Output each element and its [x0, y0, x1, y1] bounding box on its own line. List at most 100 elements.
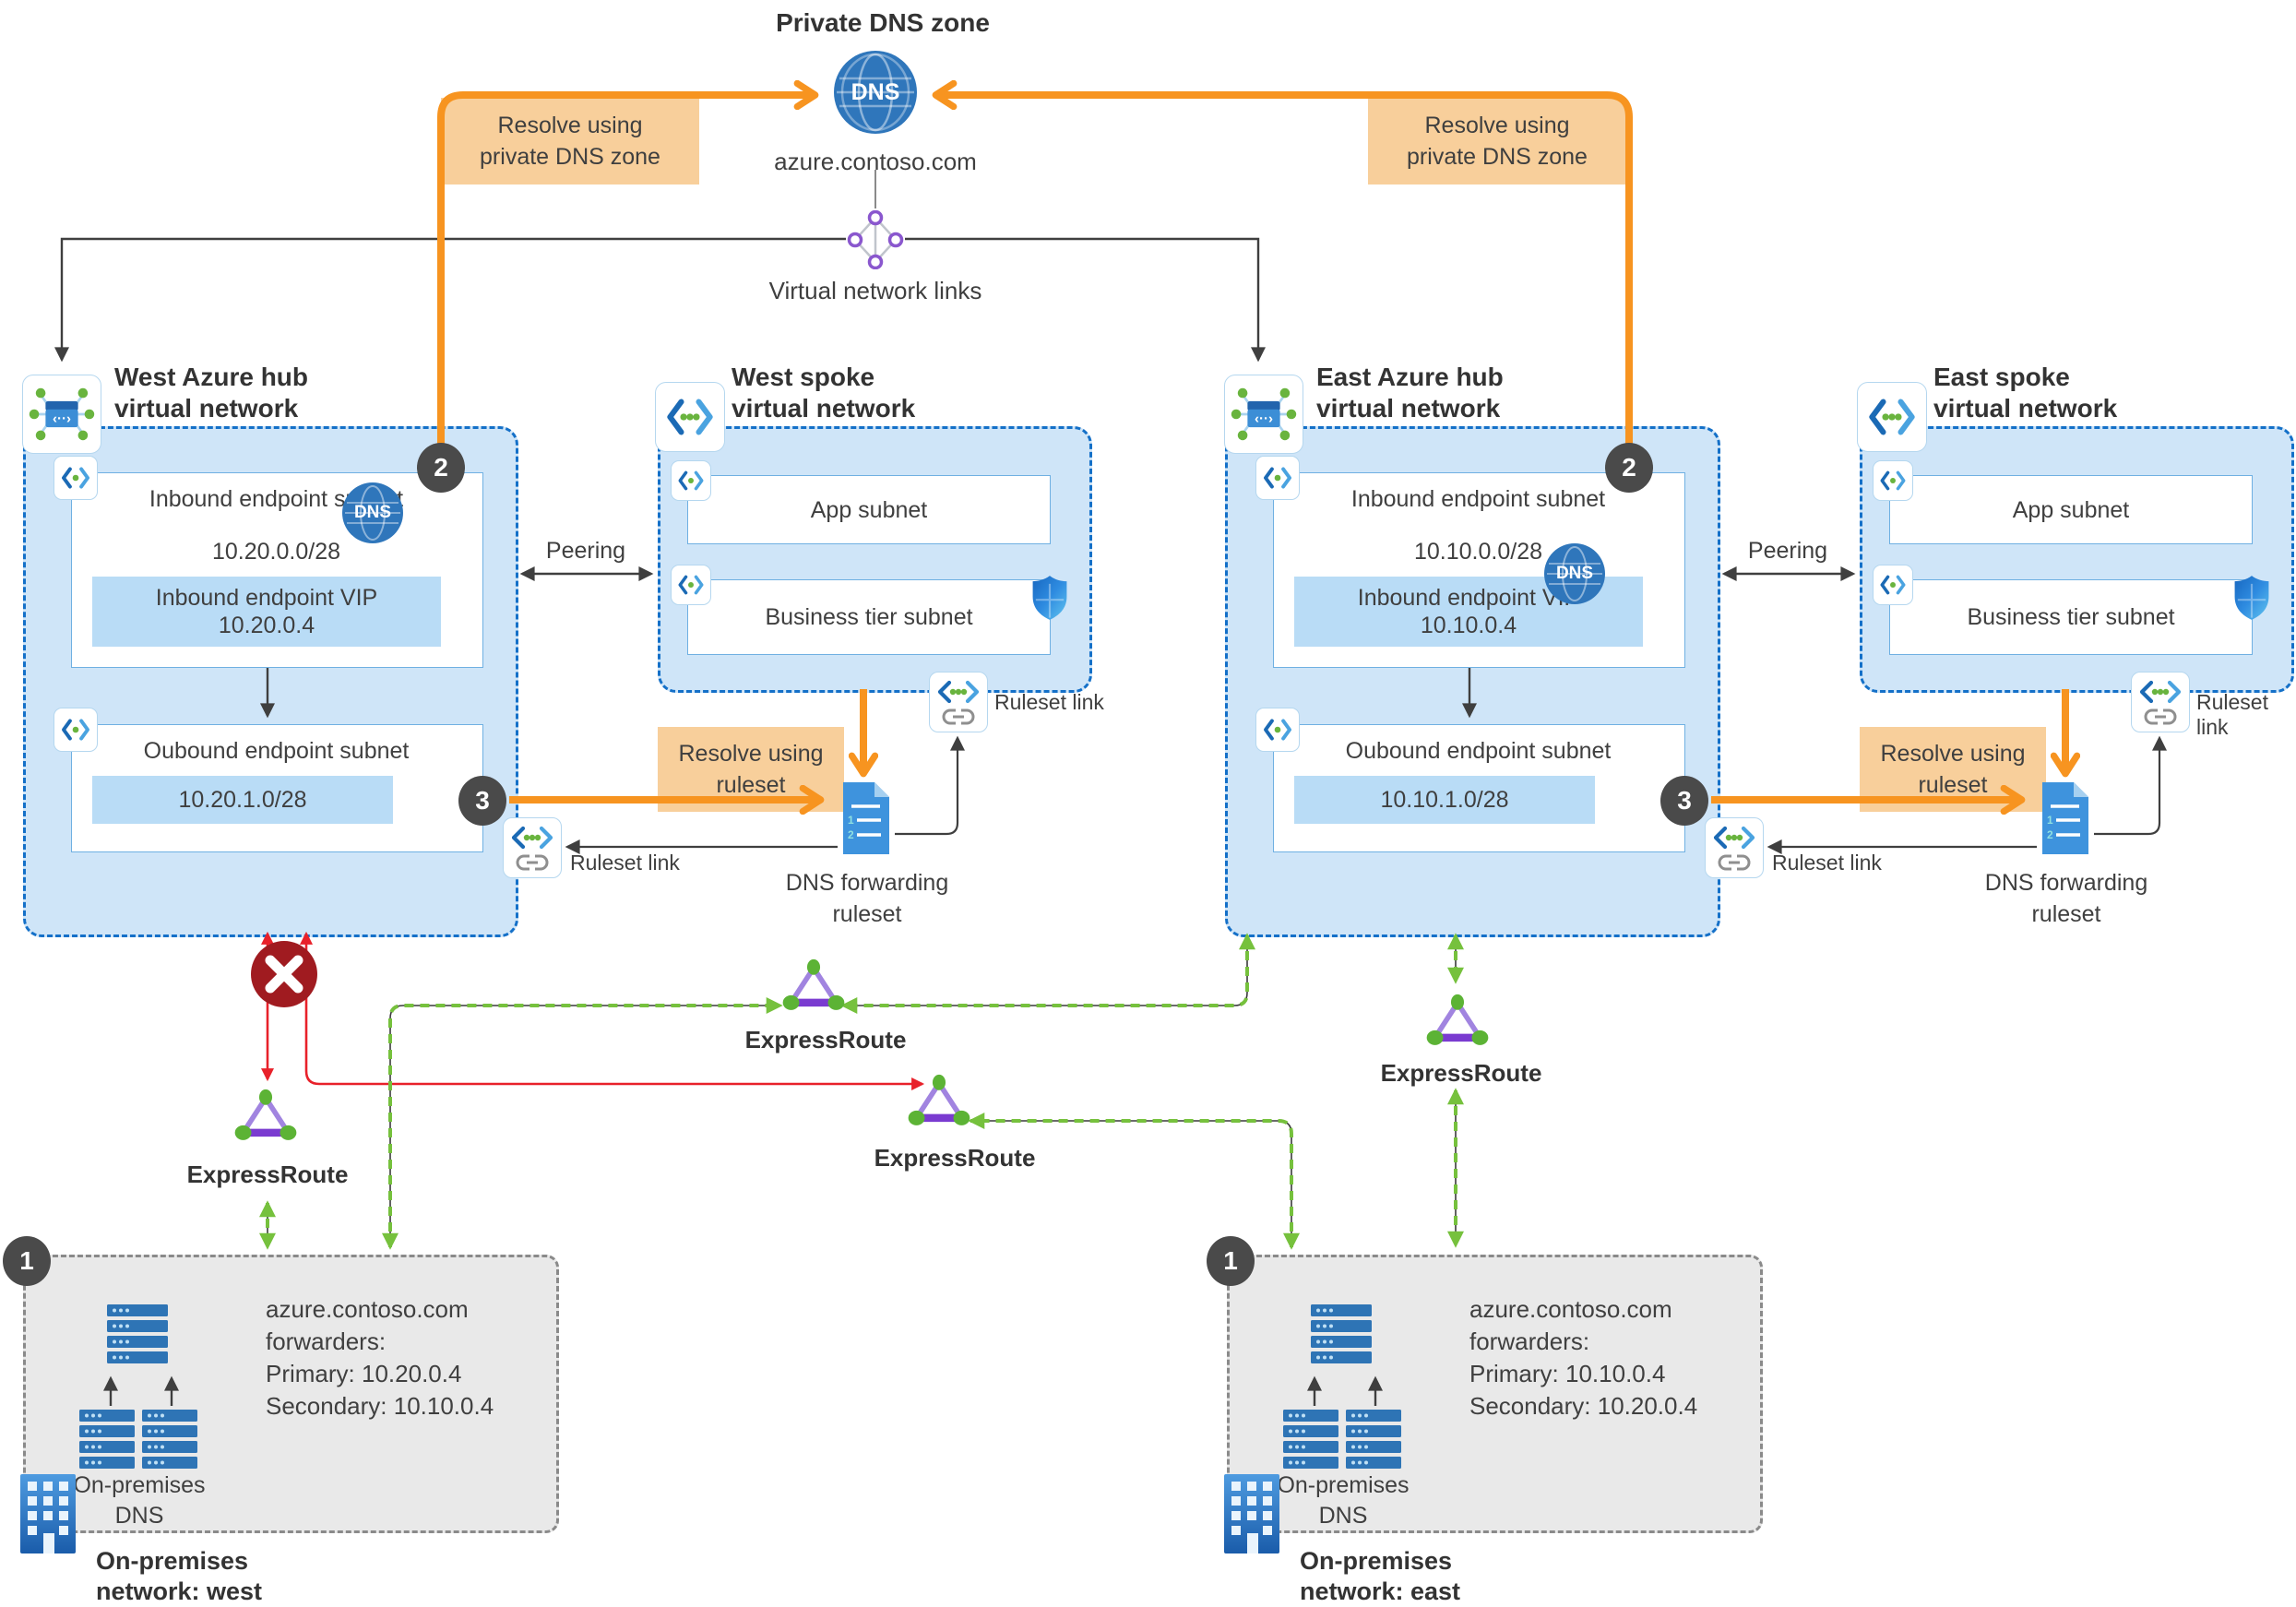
onprem-dns-line1: On-premises	[1277, 1472, 1410, 1498]
virtual-network-links-label: Virtual network links	[768, 277, 982, 304]
inbound-subnet-title: Inbound endpoint subnet	[1350, 486, 1606, 512]
subnet-icon	[54, 456, 98, 500]
east-spoke-title-line2: virtual network	[1933, 394, 2118, 423]
svg-text:1: 1	[848, 814, 854, 827]
subnet-icon	[1255, 456, 1300, 500]
callout-text: Resolve using	[497, 113, 643, 138]
forwarders-secondary: Secondary: 10.20.0.4	[1469, 1392, 1698, 1420]
hub-dns-badge-label: DNS	[1555, 564, 1594, 583]
ruleset-link-icon	[503, 817, 562, 878]
dns-forwarding-ruleset-icon: 1 2	[838, 780, 895, 861]
forwarders-label: forwarders:	[266, 1327, 387, 1355]
business-tier-label: Business tier subnet	[765, 604, 973, 630]
app-subnet-box: App subnet	[1889, 475, 2253, 544]
outbound-subnet-cidr: 10.20.1.0/28	[178, 787, 307, 813]
forwarders-domain: azure.contoso.com	[1469, 1295, 1672, 1323]
expressroute-icon	[1424, 993, 1491, 1054]
onprem-east-network-label: On-premises network: east	[1300, 1546, 1460, 1607]
blocked-x-icon	[249, 939, 319, 1014]
outbound-subnet-cidr-box: 10.10.1.0/28	[1294, 776, 1595, 824]
onprem-east-box	[1227, 1255, 1763, 1533]
callout-resolve-private-east: Resolve using private DNS zone	[1368, 98, 1626, 185]
subnet-icon	[671, 565, 711, 605]
inbound-vip-label: Inbound endpoint VIP	[155, 585, 378, 611]
hub-vnet-icon: ‹··›	[22, 375, 101, 454]
hub-dns-badge-icon: DNS	[1544, 543, 1605, 604]
business-tier-subnet-box: Business tier subnet	[1889, 579, 2253, 655]
step-3-badge: 3	[1660, 776, 1708, 826]
doc-to-spoke-link-east	[2094, 735, 2167, 836]
inbound-vip-label: Inbound endpoint VIP	[1357, 585, 1580, 611]
hub-dns-badge-label: DNS	[353, 503, 392, 522]
onprem-dns-line2: DNS	[114, 1503, 164, 1529]
forwarders-text: azure.contoso.com forwarders: Primary: 1…	[1469, 1293, 1755, 1422]
onprem-network-line2: network: east	[1300, 1577, 1461, 1605]
forwarders-text: azure.contoso.com forwarders: Primary: 1…	[266, 1293, 552, 1422]
spoke-vnet-icon	[655, 382, 725, 452]
east-hub-title-line1: East Azure hub	[1316, 363, 1504, 391]
hub-vnet-icon: ‹··›	[1224, 375, 1303, 454]
dns-globe-label: DNS	[851, 78, 900, 105]
business-tier-subnet-box: Business tier subnet	[687, 579, 1051, 655]
callout-text: Resolve using	[1880, 741, 2026, 767]
ruleset-link-icon	[1705, 817, 1764, 878]
dns-forwarding-label-line2: ruleset	[2031, 901, 2101, 927]
inbound-vip-box: Inbound endpoint VIP 10.10.0.4	[1294, 577, 1643, 647]
onprem-dns-label: On-premises DNS	[1246, 1470, 1440, 1531]
dns-globe-icon: DNS	[834, 51, 917, 134]
callout-resolve-ruleset-east: Resolve using ruleset	[1860, 727, 2046, 812]
green-path-eastonprem-midlower-er	[968, 1113, 1300, 1250]
ruleset-link-label: Ruleset link	[994, 690, 1104, 714]
svg-text:‹··›: ‹··›	[53, 411, 71, 427]
subnet-icon	[54, 708, 98, 752]
forwarders-label: forwarders:	[1469, 1327, 1590, 1355]
outbound-subnet-cidr: 10.10.1.0/28	[1380, 787, 1509, 813]
dns-server-icon	[79, 1410, 135, 1475]
step-1-badge: 1	[3, 1236, 51, 1286]
green-path-easthub-mider	[840, 933, 1255, 1014]
ruleset-link-label: Ruleset link	[1772, 851, 1882, 875]
building-icon	[18, 1472, 77, 1560]
business-tier-label: Business tier subnet	[1967, 604, 2175, 630]
expressroute-icon	[906, 1073, 972, 1135]
dns-server-icon	[1283, 1410, 1338, 1475]
east-spoke-title-line1: East spoke	[1933, 363, 2070, 391]
step-3-badge: 3	[458, 776, 506, 826]
step-2-badge: 2	[1605, 443, 1653, 493]
green-path-westonprem-mider	[382, 997, 783, 1250]
expressroute-label: ExpressRoute	[744, 1026, 907, 1053]
svg-text:2: 2	[848, 828, 854, 841]
east-spoke-title: East spoke virtual network	[1933, 362, 2117, 424]
outbound-subnet-title: Oubound endpoint subnet	[1345, 738, 1612, 764]
building-icon	[1222, 1472, 1281, 1560]
svg-text:1: 1	[2047, 814, 2053, 827]
subnet-icon	[1873, 460, 1913, 501]
west-hub-title-line2: virtual network	[114, 394, 299, 423]
callout-text: Resolve using	[678, 741, 824, 767]
spoke-vnet-icon	[1857, 382, 1927, 452]
onprem-dns-line1: On-premises	[73, 1472, 206, 1498]
expressroute-icon	[780, 958, 847, 1019]
dns-forwarding-label-line2: ruleset	[832, 901, 902, 927]
dns-forwarding-ruleset-icon: 1 2	[2037, 780, 2094, 861]
expressroute-label: ExpressRoute	[186, 1161, 349, 1188]
app-subnet-label: App subnet	[2012, 496, 2130, 523]
svg-text:2: 2	[2047, 828, 2053, 841]
onprem-network-line1: On-premises	[96, 1547, 249, 1575]
ruleset-link-label: Ruleset link	[570, 851, 680, 875]
subnet-icon	[1873, 565, 1913, 605]
west-spoke-title-line2: virtual network	[732, 394, 916, 423]
dns-server-icon	[1346, 1410, 1401, 1475]
west-spoke-title: West spoke virtual network	[732, 362, 915, 424]
app-subnet-box: App subnet	[687, 475, 1051, 544]
expressroute-label: ExpressRoute	[1380, 1059, 1542, 1087]
onprem-network-line2: network: west	[96, 1577, 263, 1605]
subnet-icon	[1255, 708, 1300, 752]
west-hub-title-line1: West Azure hub	[114, 363, 309, 391]
expressroute-icon	[232, 1088, 299, 1149]
onprem-west-network-label: On-premises network: west	[96, 1546, 262, 1607]
subnet-icon	[671, 460, 711, 501]
callout-text: ruleset	[1918, 772, 1988, 798]
step-2-badge: 2	[417, 443, 465, 493]
